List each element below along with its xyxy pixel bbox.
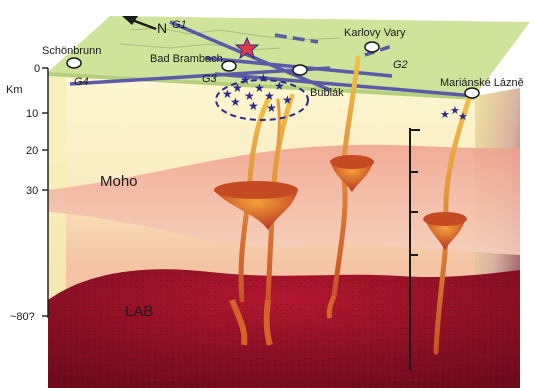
svg-text:★: ★	[266, 101, 277, 115]
depth-unit: Km	[6, 84, 23, 96]
town-label-bublak: Bublák	[310, 87, 344, 99]
svg-text:★: ★	[440, 109, 450, 121]
fault-label-g3: G3	[202, 73, 218, 85]
depth-tick-10: 10	[26, 108, 38, 120]
town-marker-bublak	[293, 65, 307, 75]
depth-tick-30: 30	[26, 185, 38, 197]
town-marker-karlovy-vary	[365, 42, 379, 52]
depth-tick-80: ~80?	[10, 311, 35, 323]
svg-text:★: ★	[458, 111, 468, 123]
town-marker-marianske-lazne	[465, 88, 479, 98]
town-marker-schonbrunn	[67, 58, 81, 68]
svg-text:★: ★	[230, 95, 241, 109]
svg-text:★: ★	[248, 99, 259, 113]
lab-label: LAB	[125, 303, 153, 320]
town-label-marianske-lazne: Mariánské Lázně	[440, 77, 524, 89]
fault-label-g1: G1	[172, 19, 187, 31]
depth-tick-20: 20	[26, 145, 38, 157]
svg-text:★: ★	[282, 93, 293, 107]
lab-texture	[48, 269, 520, 388]
svg-text:★: ★	[258, 71, 269, 85]
depth-tick-0: 0	[34, 63, 40, 75]
town-label-karlovy-vary: Karlovy Vary	[344, 27, 406, 39]
fault-label-g4: G4	[74, 76, 89, 88]
north-label: N	[157, 20, 167, 36]
town-label-schonbrunn: Schönbrunn	[42, 45, 101, 57]
svg-text:★: ★	[240, 73, 251, 87]
depth-axis	[42, 68, 48, 318]
svg-text:★: ★	[274, 79, 285, 93]
moho-label: Moho	[100, 173, 138, 190]
town-label-bad-brambach: Bad Brambach	[150, 53, 223, 65]
fault-label-g2: G2	[393, 59, 408, 71]
town-marker-bad-brambach	[222, 61, 236, 71]
